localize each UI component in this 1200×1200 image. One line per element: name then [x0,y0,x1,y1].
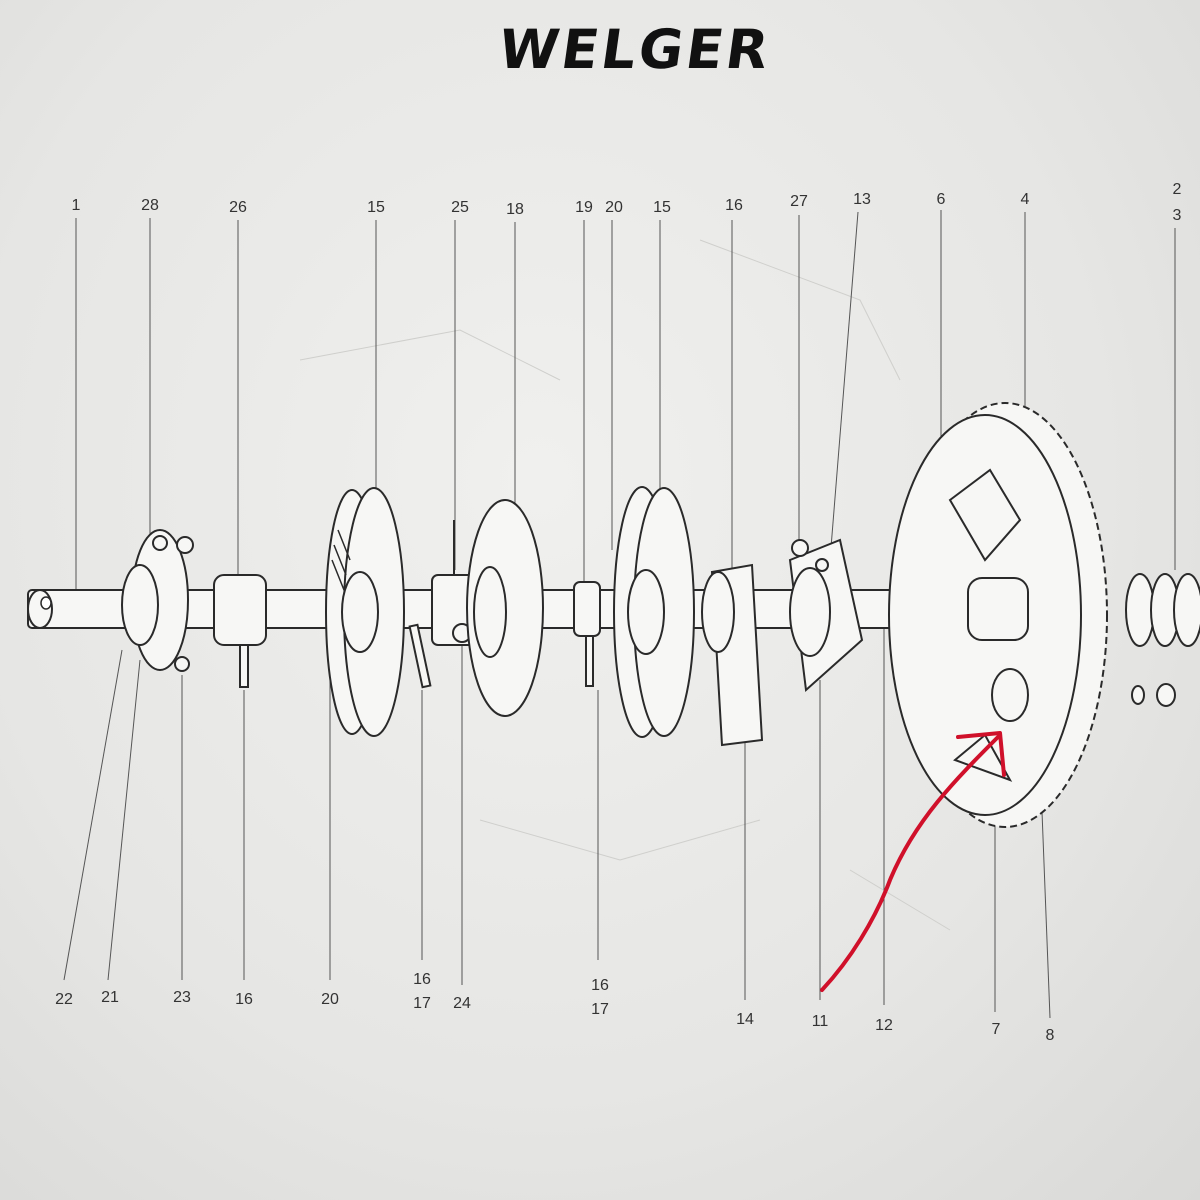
callout-17-collar: 17 [591,1001,609,1018]
callout-20-bottom: 20 [321,991,339,1008]
callout-12: 12 [875,1017,893,1034]
sleeve-with-pin [213,574,267,688]
annotation-arrow [820,731,1006,992]
callout-20: 20 [605,199,623,216]
callout-21: 21 [101,989,119,1006]
callout-19: 19 [575,199,593,216]
large-gear [888,402,1108,828]
callout-26: 26 [229,199,247,216]
callout-4: 4 [1021,191,1030,208]
clutch-disc-right [613,486,695,738]
collar [573,581,601,687]
callout-15: 15 [367,199,385,216]
leader-lines [63,210,1176,1019]
clutch-disc-left [325,487,405,737]
callout-16-pin: 16 [413,971,431,988]
callout-1: 1 [72,197,81,214]
callout-16-bottom: 16 [235,991,253,1008]
callout-8: 8 [1046,1027,1055,1044]
callout-2: 2 [1173,181,1182,198]
bearing-flange [788,538,864,693]
cam-block [701,563,764,747]
callout-28: 28 [141,197,159,214]
hub-flange [121,529,194,672]
callout-22: 22 [55,991,73,1008]
callout-16-collar: 16 [591,977,609,994]
callout-17-pin: 17 [413,995,431,1012]
callout-15b: 15 [653,199,671,216]
background-ghost-lines [299,239,951,931]
callouts-top: 1 28 26 15 25 18 19 20 15 16 27 13 6 4 2… [72,181,1182,224]
callout-14: 14 [736,1011,754,1028]
callout-27: 27 [790,193,808,210]
washer-stack [1125,573,1200,707]
callouts-bottom: 22 21 23 16 20 16 17 24 16 17 14 11 12 7… [55,971,1054,1044]
callout-3: 3 [1173,207,1182,224]
callout-6: 6 [937,191,946,208]
callout-18: 18 [506,201,524,218]
callout-23: 23 [173,989,191,1006]
callout-11: 11 [812,1013,829,1030]
callout-7: 7 [992,1021,1001,1038]
callout-24: 24 [453,995,471,1012]
callout-25: 25 [451,199,469,216]
cover-dish [466,499,544,717]
callout-16: 16 [725,197,743,214]
callout-13: 13 [853,191,871,208]
